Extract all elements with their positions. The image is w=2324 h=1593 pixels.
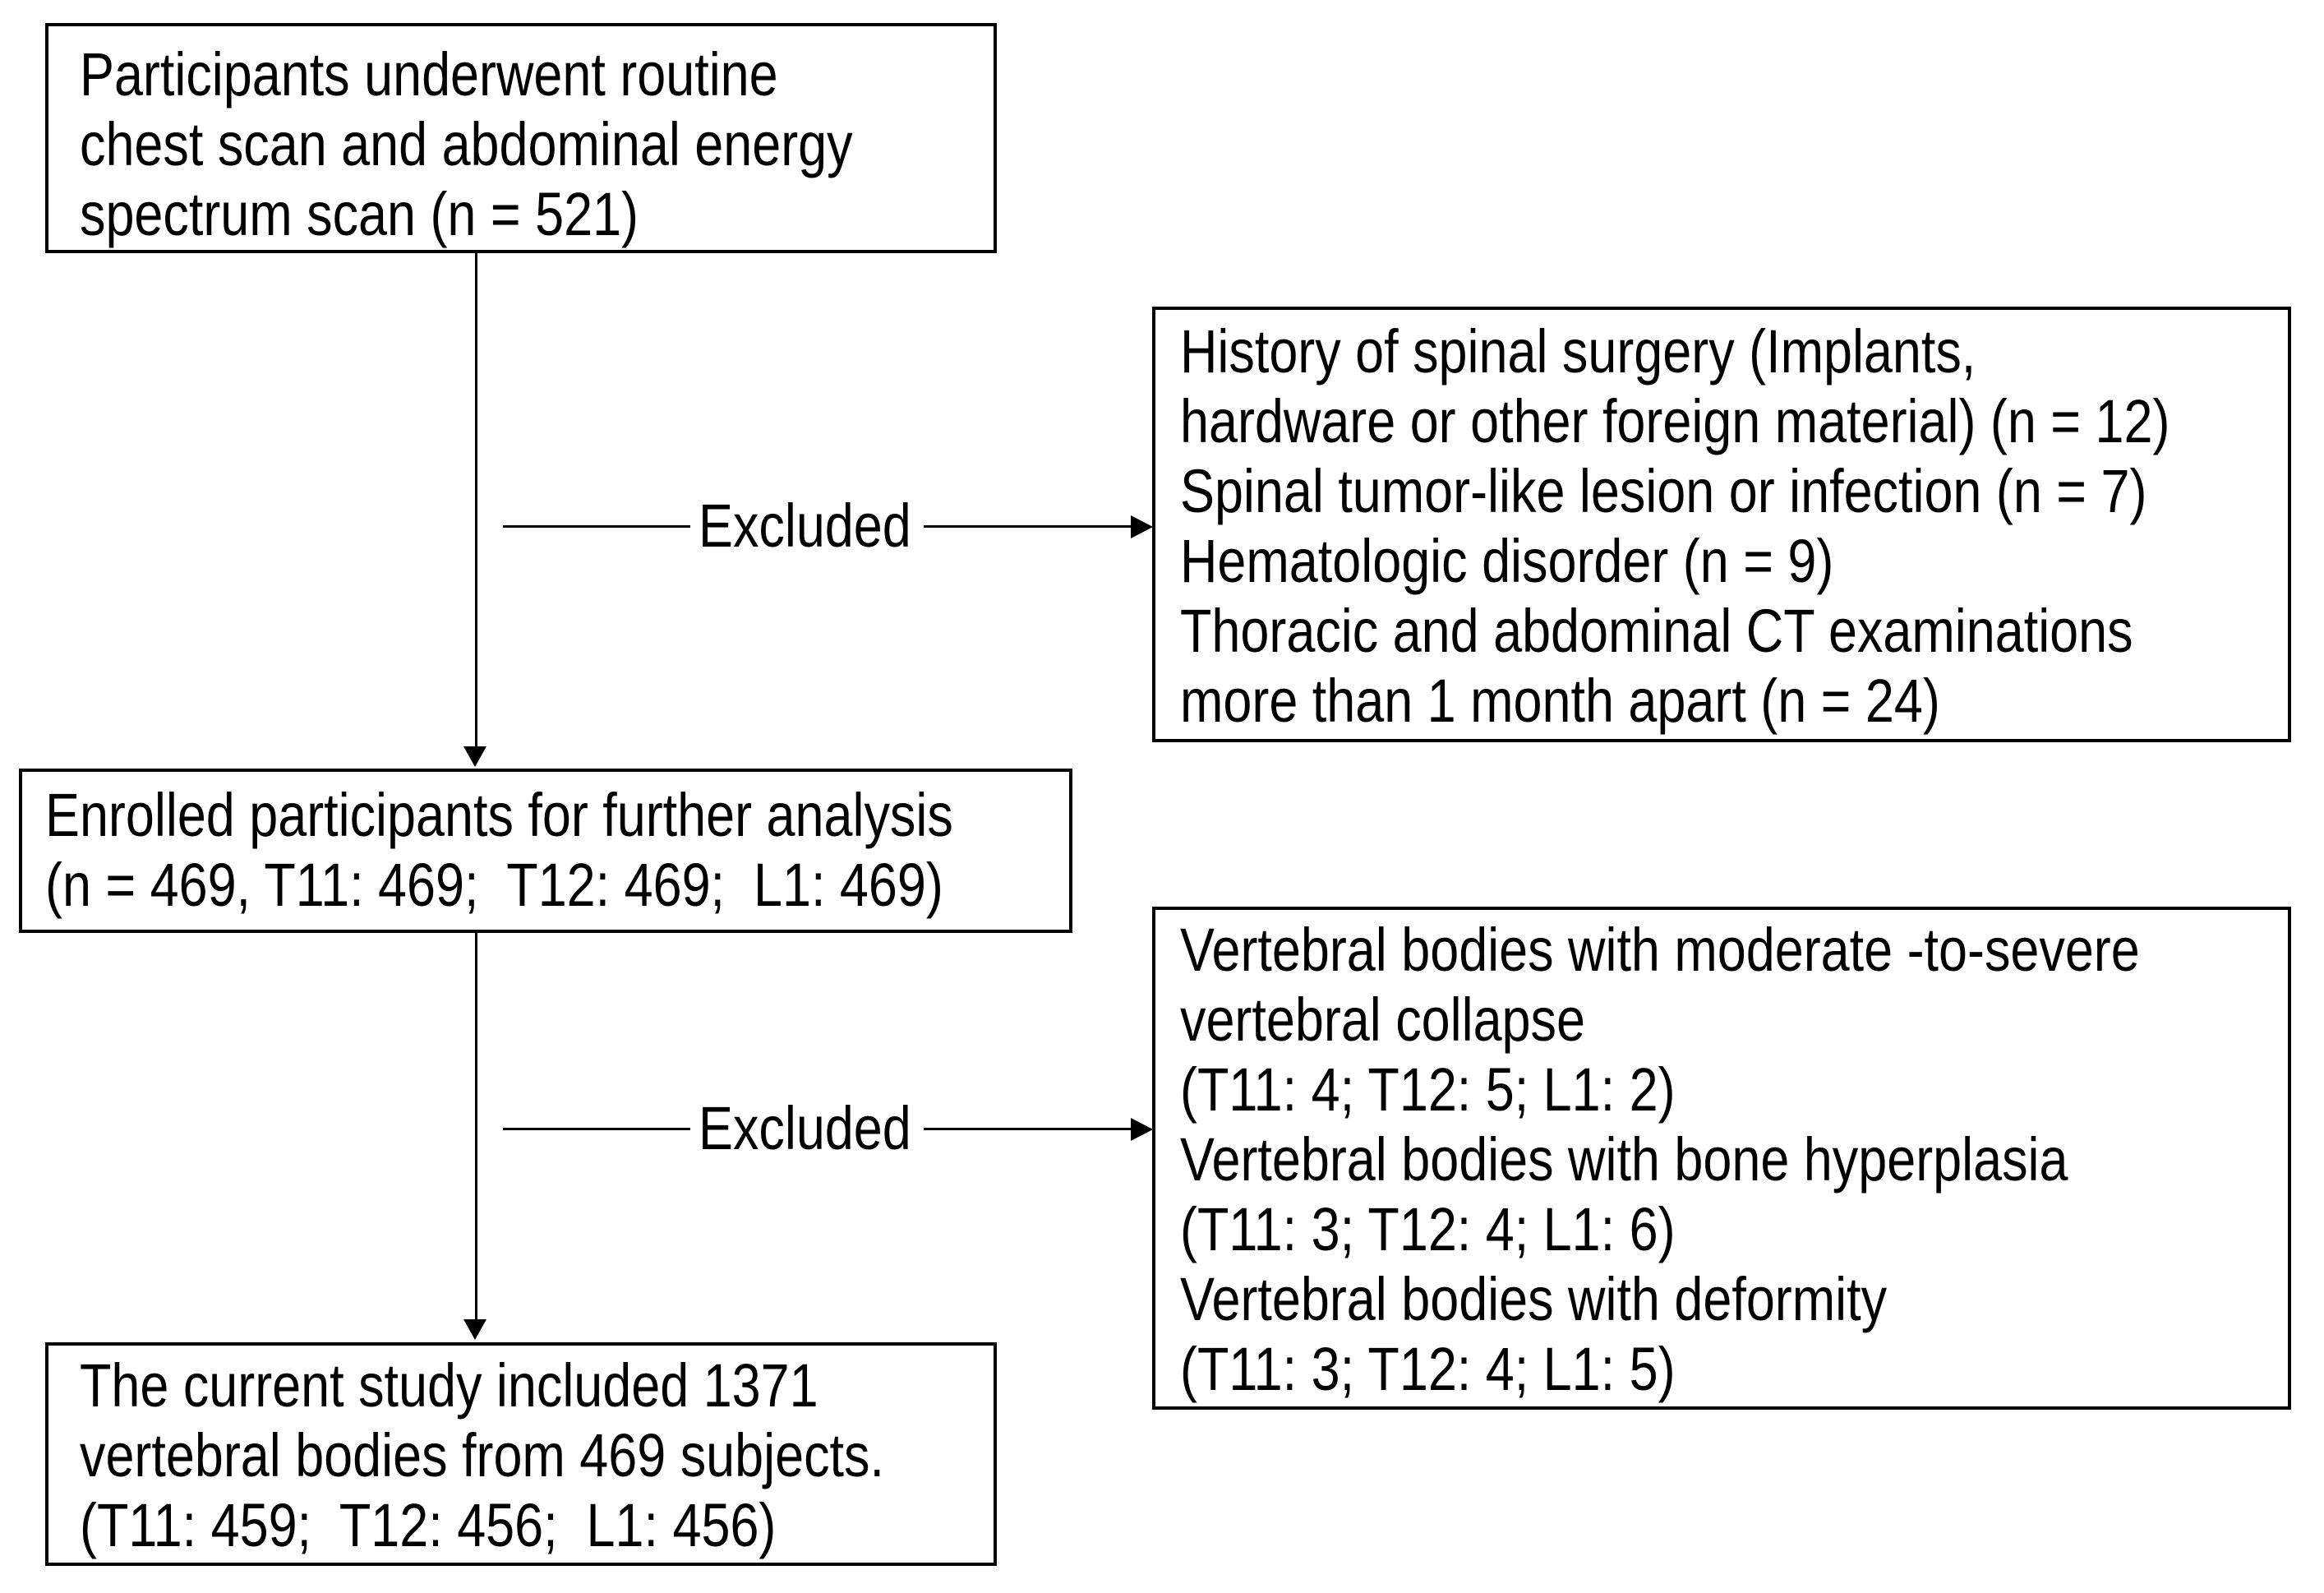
- text-line: Enrolled participants for further analys…: [45, 781, 953, 849]
- excluded-connector-1-line-right: [924, 525, 1131, 528]
- text-line: Spinal tumor-like lesion or infection (n…: [1180, 457, 2147, 525]
- excluded-connector-2-line-right: [924, 1128, 1131, 1130]
- excluded-connector-1-arrowhead-icon: [1131, 515, 1153, 538]
- text-line: spectrum scan (n = 521): [80, 180, 639, 248]
- text-line: (T11: 4; T12: 5; L1: 2): [1180, 1055, 1676, 1124]
- excluded-connector-1-line-left: [503, 525, 690, 528]
- text-line: Hematologic disorder (n = 9): [1180, 527, 1834, 595]
- excluded-connector-2-line-left: [503, 1128, 690, 1130]
- arrow-down-2-head-icon: [463, 1319, 486, 1340]
- box-exclusion-reasons-1: History of spinal surgery (Implants,hard…: [1152, 307, 2291, 742]
- box-exclusion-reasons-2: Vertebral bodies with moderate -to-sever…: [1152, 907, 2291, 1410]
- text-line: Thoracic and abdominal CT examinations: [1180, 597, 2133, 665]
- box-enrolled-participants: Enrolled participants for further analys…: [19, 769, 1072, 933]
- text-line: Vertebral bodies with moderate -to-sever…: [1180, 916, 2140, 984]
- arrow-down-1-line: [475, 253, 477, 748]
- text-line: more than 1 month apart (n = 24): [1180, 667, 1940, 735]
- excluded-label-2: Excluded: [699, 1094, 911, 1162]
- text-line: vertebral bodies from 469 subjects.: [80, 1421, 884, 1489]
- arrow-down-2-line: [475, 933, 477, 1321]
- text-line: (T11: 3; T12: 4; L1: 5): [1180, 1335, 1676, 1403]
- text-line: chest scan and abdominal energy: [80, 110, 853, 178]
- excluded-label-1: Excluded: [699, 492, 911, 560]
- text-line: The current study included 1371: [80, 1351, 818, 1420]
- text-line: Vertebral bodies with deformity: [1180, 1265, 1888, 1333]
- excluded-connector-2-arrowhead-icon: [1131, 1118, 1153, 1141]
- arrow-down-1-head-icon: [463, 746, 486, 767]
- text-line: (T11: 3; T12: 4; L1: 6): [1180, 1195, 1676, 1263]
- text-line: vertebral collapse: [1180, 986, 1585, 1054]
- text-line: Vertebral bodies with bone hyperplasia: [1180, 1125, 2068, 1194]
- text-line: History of spinal surgery (Implants,: [1180, 317, 1976, 386]
- text-line: (n = 469, T11: 469; T12: 469; L1: 469): [45, 851, 943, 919]
- text-line: (T11: 459; T12: 456; L1: 456): [80, 1491, 777, 1559]
- text-line: Participants underwent routine: [80, 40, 778, 109]
- text-line: hardware or other foreign material) (n =…: [1180, 387, 2170, 455]
